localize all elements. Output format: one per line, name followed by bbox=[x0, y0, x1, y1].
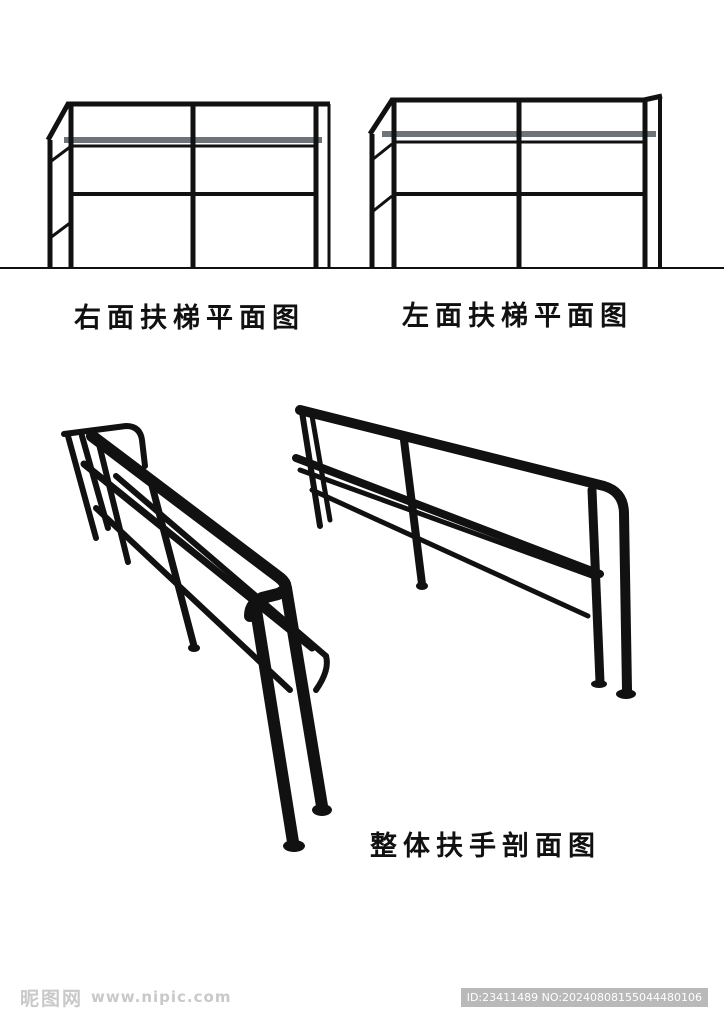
watermark-url: www.nipic.com bbox=[91, 988, 232, 1006]
persp-right-foot-2 bbox=[591, 680, 607, 688]
right-stair-plan-caption: 右面扶梯平面图 bbox=[74, 303, 305, 334]
persp-right-post-2 bbox=[309, 413, 333, 523]
persp-left-rail-end bbox=[313, 653, 330, 693]
left-plan-diag-2 bbox=[371, 194, 393, 214]
persp-left-foot-3 bbox=[188, 644, 200, 652]
persp-right-foot-1 bbox=[616, 689, 636, 699]
whole-handrail-section-caption: 整体扶手剖面图 bbox=[370, 831, 601, 862]
persp-left-handrail-top bbox=[61, 423, 148, 469]
persp-left-post-2 bbox=[79, 433, 111, 531]
persp-left-foot-2 bbox=[312, 804, 332, 816]
persp-right-handrail bbox=[295, 405, 632, 695]
persp-right-post-1 bbox=[299, 409, 323, 529]
persp-right-rail-2 bbox=[292, 454, 604, 578]
persp-left-post-4 bbox=[146, 474, 198, 650]
persp-left-post-1 bbox=[65, 433, 99, 541]
persp-left-post-6 bbox=[280, 582, 328, 812]
persp-left-foot-1 bbox=[283, 840, 305, 852]
watermark-logo: 昵图网 bbox=[20, 987, 84, 1010]
perspective-rail-left bbox=[61, 423, 332, 852]
persp-right-rail-3 bbox=[297, 467, 595, 579]
left-stair-plan-caption: 左面扶梯平面图 bbox=[402, 301, 633, 332]
left-plan-diag-1 bbox=[371, 142, 393, 162]
persp-right-foot-3 bbox=[416, 582, 428, 590]
persp-left-rail-4 bbox=[93, 505, 293, 693]
persp-left-post-5 bbox=[249, 598, 299, 848]
persp-left-post-3 bbox=[95, 437, 131, 565]
right-plan-diag-1 bbox=[49, 145, 71, 164]
left-stair-plan bbox=[367, 93, 663, 268]
persp-right-post-4 bbox=[587, 485, 605, 687]
persp-right-rail-4 bbox=[309, 487, 591, 619]
right-stair-plan bbox=[45, 101, 331, 268]
perspective-rail-right bbox=[292, 405, 636, 699]
watermark-site: 昵图网 www.nipic.com bbox=[20, 986, 232, 1010]
left-plan-top-rail bbox=[367, 93, 663, 136]
right-plan-diag-2 bbox=[49, 221, 71, 240]
persp-left-rail-2 bbox=[80, 460, 316, 652]
watermark-id-badge: ID:23411489 NO:20240808155044480106 bbox=[460, 988, 708, 1007]
persp-right-post-3 bbox=[400, 436, 426, 588]
right-plan-top-rail bbox=[45, 101, 330, 142]
